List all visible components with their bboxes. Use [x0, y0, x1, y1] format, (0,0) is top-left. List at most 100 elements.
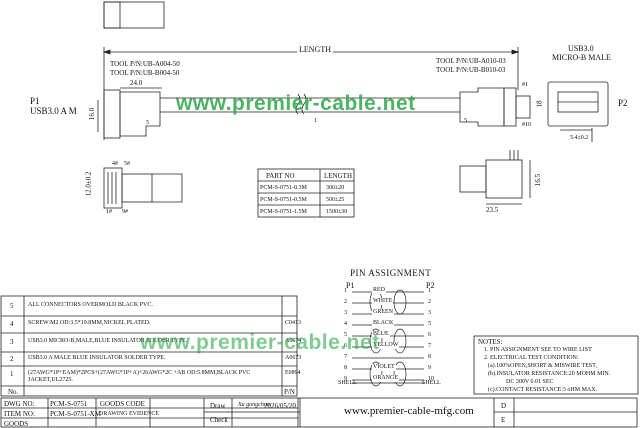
pin-wire-label-5: BLUE [372, 331, 390, 338]
pin-wire-label-9: ORANGE [372, 375, 399, 382]
goods-label: GOODS [4, 420, 29, 428]
item-label: ITEM NO: [4, 410, 35, 418]
draw-date: 2026/05/20 [264, 402, 296, 410]
bom-frame [0, 295, 298, 397]
dim-5-4: 5.4±0.2 [570, 135, 589, 141]
dim-18: 18 [535, 100, 544, 108]
pin-right-1: 1 [428, 288, 431, 294]
length-label: LENGTH [297, 45, 333, 54]
pin-left-3: 3 [344, 310, 347, 316]
pin-10-right: #10 [522, 122, 531, 128]
pin-right-5: 6 [428, 332, 431, 338]
length-table-row-2-part: PCM-S-0751-1.5M [260, 209, 307, 215]
right-tool-2: TOOL P/N:UB-B010-03 [436, 66, 506, 74]
bom-footer-no: No. [8, 388, 19, 396]
pin-assignment-title: PIN ASSIGNMENT [350, 268, 432, 278]
shell-right: SHELL [422, 380, 441, 386]
pin-right-8: 9 [428, 365, 431, 371]
bom-footer-pn: P/N [284, 388, 295, 396]
bom-desc-2: USB3.0 MICRO-B,MALE,BLUE INSULATOR,SOLDE… [28, 338, 188, 344]
dwg-value: PCM-S-0751 [50, 400, 88, 408]
length-table-row-1-len: 500±25 [326, 197, 345, 203]
bom-pn-2: A0674 [285, 338, 302, 344]
pin-right-4: 5 [428, 321, 431, 327]
microb-subtitle: MICRO-B MALE [552, 53, 611, 62]
item-value: PCM-S-0751-XM [50, 410, 101, 418]
right-bottom-boot [459, 165, 487, 193]
usb-a-boot [152, 173, 183, 203]
balloon-5b: 5 [464, 118, 467, 124]
bom-desc-0: ALL CONNECTORS OVERMOLD BLACK PVC. [28, 302, 153, 308]
bom-item-4: 1 [10, 370, 14, 378]
pin-left-7: 7 [344, 354, 347, 360]
pin-1-right: #1 [522, 82, 528, 88]
dim-16-5: 16.5 [534, 173, 543, 187]
right-plug-flange [503, 87, 517, 127]
left-overmold [119, 91, 161, 137]
pin-left-5: 5 [344, 332, 347, 338]
pin-4: 4# [112, 161, 118, 167]
pin-right-7: 8 [428, 354, 431, 360]
dwg-label: DWG NO: [4, 400, 35, 408]
length-table-row-0-len: 300±20 [326, 185, 345, 191]
pin-wire-label-8: VIOLET [372, 364, 396, 371]
usb3-title: USB3.0 [568, 44, 594, 53]
goods-code: GOODS CODE [100, 400, 145, 408]
pin-p1: P1 [346, 281, 355, 290]
right-tool-1: TOOL P/N:UB-A010-03 [436, 57, 506, 65]
bom-desc-1: SCREW:M2 OD:3.5*19.8MM,NICKEL PLATED. [28, 320, 151, 326]
left-plug-face [103, 89, 121, 139]
note-line-2: (a).100%OPEN,SHORT & MISWIRE TEST, [488, 363, 597, 369]
length-table-row-0-part: PCM-S-0751-0.3M [260, 185, 307, 191]
draw-label: Draw [210, 402, 226, 410]
draw-name: Xu gongchun [238, 402, 270, 408]
pin-9: 9# [122, 209, 128, 215]
note-line-5: (c).CONTACT RESISTANCE:3 oHM MAX. [488, 387, 598, 393]
drawing-evidence: DRAWING EVIDENCE [99, 411, 160, 417]
check-label: Check [210, 416, 228, 424]
pin-left-6: 6 [344, 343, 347, 349]
notes-frame [473, 335, 639, 395]
notes-title: NOTES: [478, 338, 503, 346]
bom-desc-4: (27AWG*1P+EAM)*2PCS+(27AWG*1P+A)+26AWG*2… [28, 370, 251, 383]
pin-right-3: 3 [428, 310, 431, 316]
pin-wire-label-6: YELLOW [372, 342, 400, 349]
bom-item-1: 4 [10, 320, 14, 328]
pin-right-2: 2 [428, 299, 431, 305]
length-table-header-length: LENGTH [324, 172, 352, 180]
left-tool-2: TOOL P/N:UB-B004-50 [110, 69, 180, 77]
bom-item-2: 3 [10, 338, 14, 346]
left-tool-1: TOOL P/N:UB-A004-50 [110, 60, 180, 68]
rev-e: E [501, 416, 506, 424]
bom-desc-3: USB3.0 A MALE BLUE INSULATOR SOLDER TYPE… [28, 355, 166, 361]
micro-b-front [547, 81, 609, 127]
left-connector-top-cap [103, 1, 121, 29]
dim-23-5: 23.5 [486, 206, 499, 214]
pin-left-1: 1 [344, 288, 347, 294]
pin-5: 5# [124, 161, 130, 167]
pin-left-4: 4 [344, 321, 347, 327]
dim-12: 12.0±0.2 [84, 171, 93, 197]
pin-left-8: 8 [344, 365, 347, 371]
balloon-1: 1 [314, 118, 317, 124]
pin-wire-label-4: BLACK [372, 320, 395, 327]
pin-wire-label-2: WHITE [372, 298, 394, 305]
length-table-row-2-len: 1500±30 [326, 209, 348, 215]
left-connector-top-body [103, 1, 165, 29]
length-table-row-1-part: PCM-S-0751-0.5M [260, 197, 307, 203]
bom-pn-4: E0894 [285, 370, 301, 376]
dim-24: 24.0 [130, 79, 143, 87]
rev-d: D [501, 402, 507, 410]
note-line-4: DC 300V 0.01 SEC [506, 379, 554, 385]
title-block-frame [0, 397, 638, 428]
website[interactable]: www.premier-cable-mfg.com [344, 405, 474, 417]
watermark-mid: www.premier-cable.net [140, 331, 380, 354]
pin-right-9: 10 [428, 376, 434, 382]
length-table-header-part: PART NO [266, 172, 295, 180]
pin-left-9: 9 [344, 376, 347, 382]
shell-left: SHELL [338, 380, 357, 386]
right-plug-tip [515, 95, 531, 119]
pin-left-2: 2 [344, 299, 347, 305]
cable-break-2 [301, 93, 307, 115]
